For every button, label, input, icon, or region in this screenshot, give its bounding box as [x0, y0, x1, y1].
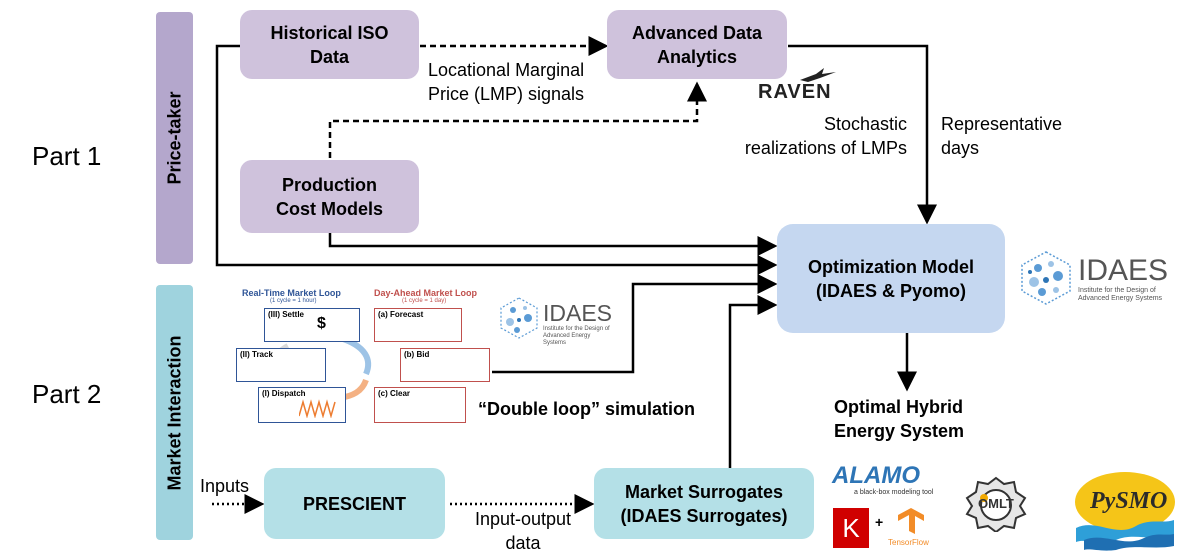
part-2-label: Part 2 [32, 379, 102, 409]
stochastic-realizations-label: Stochastic realizations of LMPs [744, 114, 907, 158]
da-loop-sub: (1 cycle = 1 day) [402, 298, 447, 304]
optimization-model-box: Optimization Model (IDAES & Pyomo) [777, 224, 1005, 333]
arrow-historical-to-optimization [215, 44, 778, 275]
tensorflow-logo: TensorFlow [886, 506, 936, 550]
arrow-analytics-to-optimization [788, 44, 937, 225]
raven-logo: RAVEN [758, 66, 848, 103]
panel-dispatch: (I) Dispatch [258, 387, 346, 423]
double-loop-label: “Double loop” simulation [478, 399, 695, 419]
optimal-hybrid-label: Optimal Hybrid Energy System [834, 397, 965, 441]
part-1-label: Part 1 [32, 141, 102, 171]
omlt-logo: OMLT [962, 476, 1030, 532]
dispatch-chart-icon [299, 399, 336, 418]
tensorflow-icon [898, 508, 924, 534]
rt-loop-title: Real-Time Market Loop [242, 288, 341, 298]
market-surrogates-box: Market Surrogates (IDAES Surrogates) [594, 468, 814, 539]
production-cost-models-box: Production Cost Models [240, 160, 419, 233]
arrow-surrogates-to-optimization [728, 295, 778, 468]
omlt-gear-icon [965, 476, 1027, 532]
double-loop-diagram: Real-Time Market Loop (1 cycle = 1 hour)… [228, 286, 490, 424]
pysmo-logo: PySMO [1070, 466, 1180, 552]
alamo-logo: ALAMO a black-box modeling tool [832, 462, 934, 496]
plus-sign: + [875, 514, 884, 530]
prescient-box: PRESCIENT [264, 468, 445, 539]
rt-loop-sub: (1 cycle = 1 hour) [270, 298, 317, 304]
market-interaction-band: Market Interaction [156, 285, 193, 540]
arrow-doubleloop-to-optimization [492, 274, 778, 374]
panel-clear: (c) Clear [374, 387, 466, 423]
historical-iso-data-box: Historical ISO Data [240, 10, 419, 79]
panel-settle: (III) Settle $ [264, 308, 360, 342]
idaes-hex-icon [1021, 251, 1071, 305]
panel-forecast: (a) Forecast [374, 308, 462, 342]
idaes-logo-small: IDAES Institute for the Design of Advanc… [497, 296, 617, 346]
raven-bird-icon [800, 68, 836, 82]
representative-days-label: Representative days [941, 114, 1063, 158]
pysmo-wave-icon [1075, 472, 1175, 551]
panel-track: (II) Track [236, 348, 326, 382]
idaes-hex-small-icon [500, 297, 538, 339]
advanced-data-analytics-box: Advanced Data Analytics [607, 10, 787, 79]
price-taker-band: Price-taker [156, 12, 193, 264]
dollar-icon: $ [317, 315, 326, 332]
inputs-label: Inputs [200, 476, 250, 496]
lmp-signals-label: Locational Marginal Price (LMP) signals [428, 60, 585, 104]
input-output-data-label: Input-output data [474, 509, 572, 553]
arrow-production-to-analytics [328, 81, 707, 158]
panel-bid: (b) Bid [400, 348, 490, 382]
idaes-logo-main: IDAES Institute for the Design of Advanc… [1018, 250, 1178, 306]
arrow-production-to-optimization [328, 232, 778, 256]
keras-logo: K [833, 508, 869, 548]
da-loop-title: Day-Ahead Market Loop [374, 288, 478, 298]
